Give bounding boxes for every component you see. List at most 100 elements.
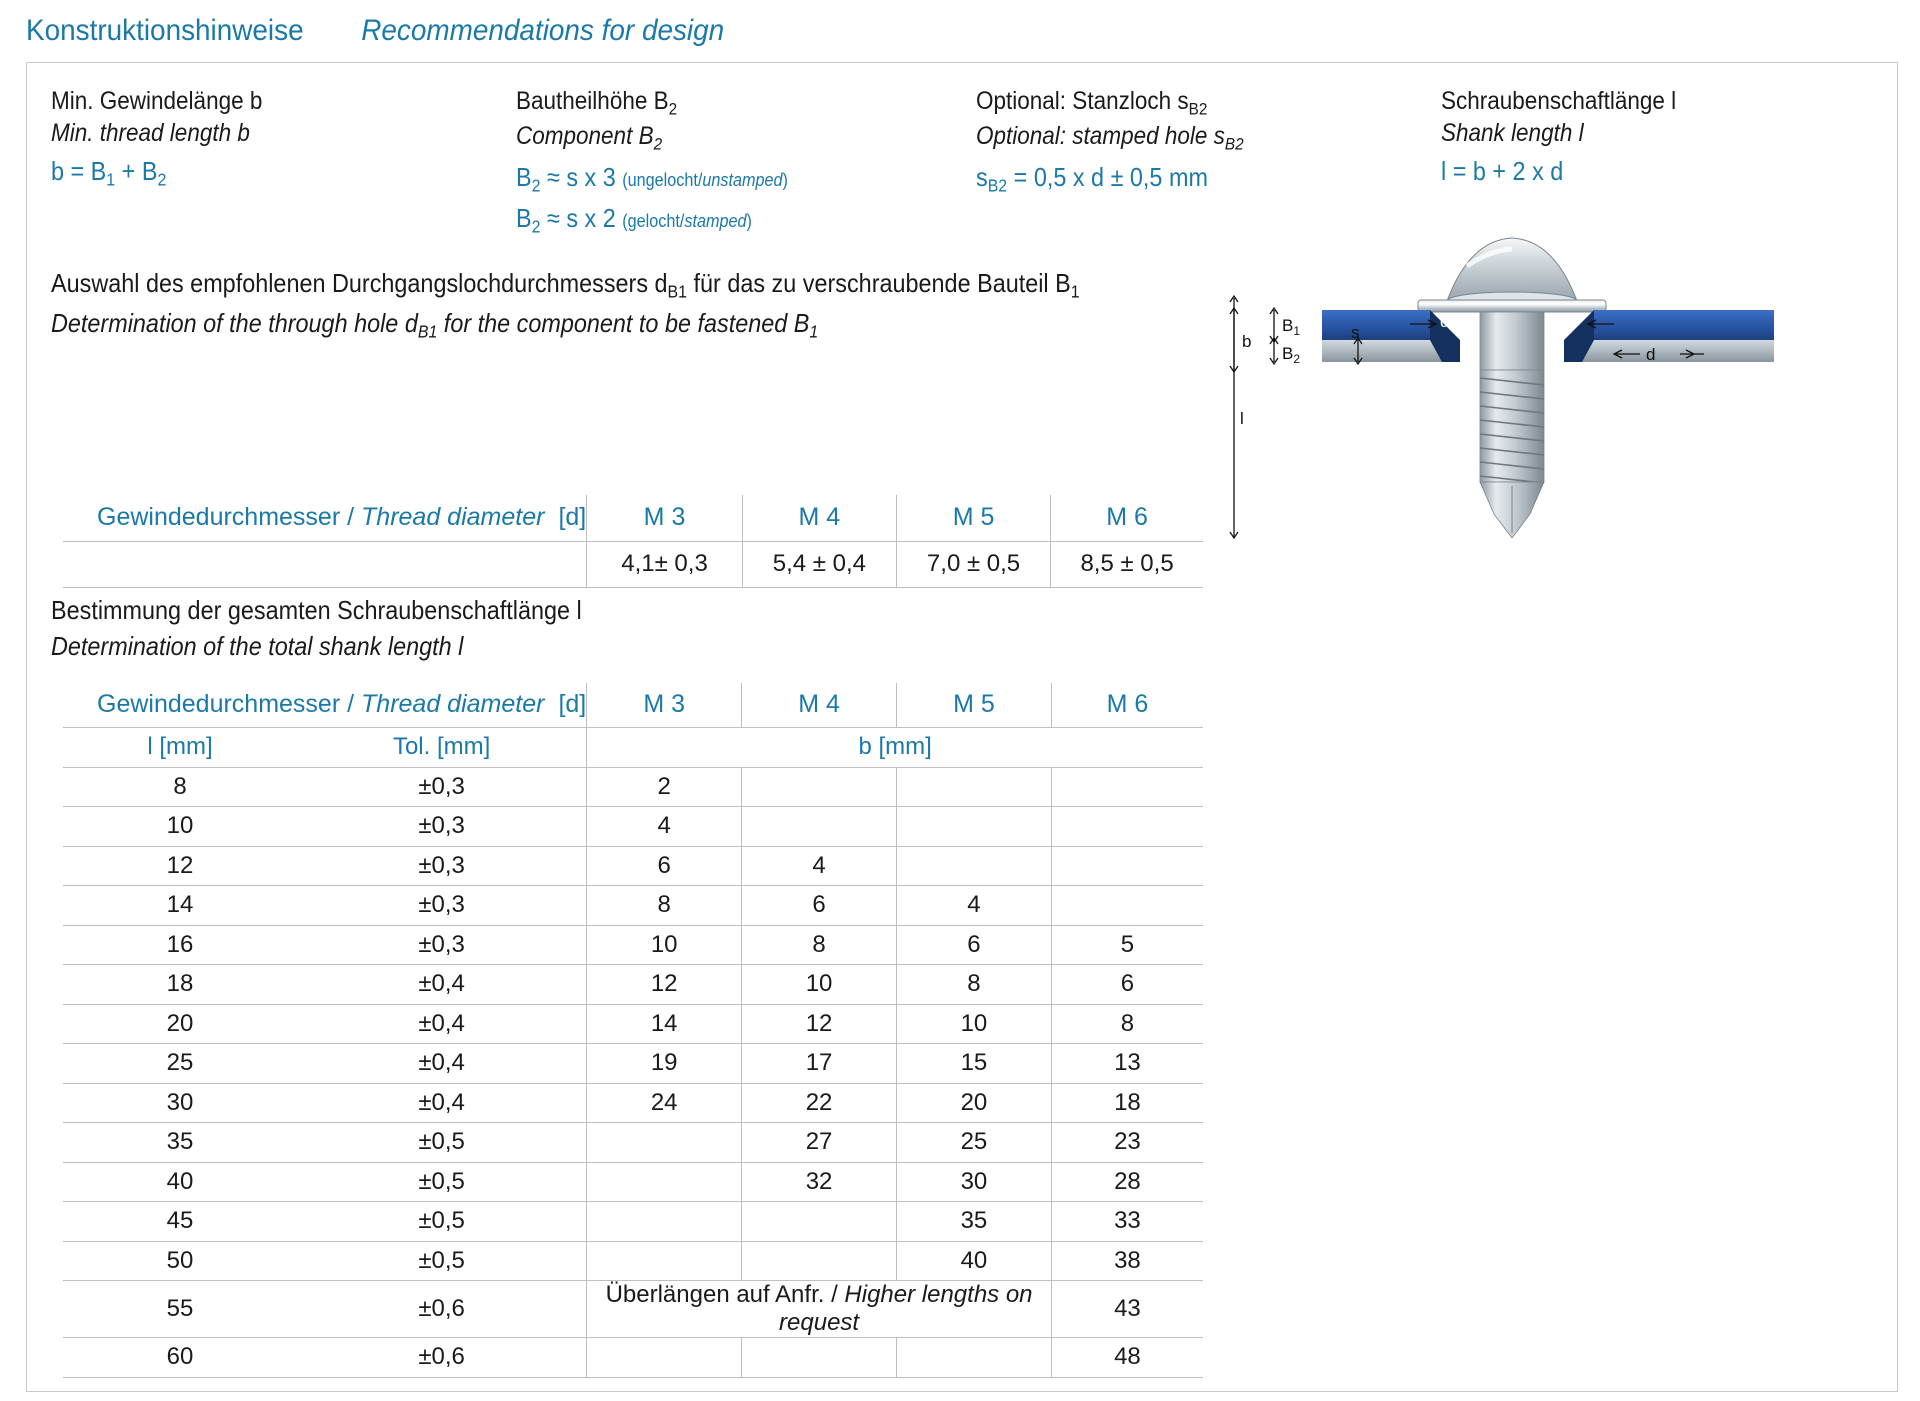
cell-m6: 28 <box>1050 1162 1203 1202</box>
table2-col-m5: M 5 <box>896 683 1052 727</box>
cell-m4: 17 <box>741 1043 897 1083</box>
formula-1-equation: b = B1 + B2 <box>51 154 470 192</box>
table2-subcol-tolerance: Tol. [mm] <box>392 733 491 760</box>
cell-note: Überlängen auf Anfr. / Higher lengths on… <box>586 1280 1052 1338</box>
cell-length: 60 <box>166 1343 194 1371</box>
content-frame: Min. Gewindelänge b Min. thread length b… <box>26 62 1898 1392</box>
formula-2-eq2-note: (gelocht/stamped) <box>622 211 752 231</box>
cell-tolerance: ±0,4 <box>418 970 465 998</box>
cell-length: 50 <box>166 1246 194 1274</box>
section-shank-length-text: Bestimmung der gesamten Schraubenschaftl… <box>51 595 641 662</box>
table2-subcol-b: b [mm] <box>586 727 1203 767</box>
table1-value-m3: 4,1± 0,3 <box>586 541 743 587</box>
cell-m5: 40 <box>896 1241 1052 1281</box>
cell-tolerance: ±0,5 <box>418 1246 465 1274</box>
formula-2-label-de-sub: 2 <box>668 99 678 119</box>
cell-length: 30 <box>166 1088 194 1116</box>
section-1-en-sub2: 1 <box>809 321 819 342</box>
cell-m3 <box>586 1337 742 1377</box>
cell-length: 20 <box>166 1009 194 1037</box>
table1-value-m6: 8,5 ± 0,5 <box>1050 541 1203 587</box>
table1-col-m4: M 4 <box>741 495 897 541</box>
formula-4-label-de: Schraubenschaftlänge l <box>1441 87 1677 115</box>
diagram-labels: B1 B2 b l s dB1 d <box>1240 312 1655 428</box>
cell-m5: 20 <box>896 1083 1052 1123</box>
formula-2-eq1-note-en: unstamped <box>702 170 783 191</box>
table1-value-m5: 7,0 ± 0,5 <box>895 541 1051 587</box>
shank-length-table: Gewindedurchmesser / Thread diameter[d] … <box>63 683 1203 1378</box>
section-1-en-sub: B1 <box>417 321 438 342</box>
screw-head <box>1446 237 1578 311</box>
cell-length: 16 <box>166 930 194 958</box>
cell-m6: 13 <box>1050 1043 1203 1083</box>
cell-m5: 8 <box>896 964 1052 1004</box>
table1-header-label: Gewindedurchmesser / Thread diameter[d] <box>63 495 587 541</box>
cell-m5 <box>896 846 1052 886</box>
table-row: Gewindedurchmesser / Thread diameter[d] … <box>63 495 1203 541</box>
cell-m5: 25 <box>896 1122 1052 1162</box>
cell-tolerance: ±0,6 <box>418 1343 465 1371</box>
cell-m5: 35 <box>896 1201 1052 1241</box>
cell-m4: 8 <box>741 925 897 965</box>
formula-2-label-de-text: Bautheilhöhe B <box>516 87 669 115</box>
cell-m3: 10 <box>586 925 742 965</box>
cell-length: 40 <box>166 1167 194 1195</box>
label-d: d <box>1646 345 1655 364</box>
cell-length: 8 <box>173 772 187 800</box>
formula-2-eq1-sub: 2 <box>531 176 541 197</box>
cell-note-de: Überlängen auf Anfr. / <box>605 1281 845 1308</box>
formula-3-label-de-sub: B2 <box>1188 99 1208 119</box>
formula-3-eq-sub: B2 <box>987 176 1008 197</box>
formula-1-eq-pre: b = B <box>51 156 107 186</box>
plate-deform-left <box>1430 310 1460 362</box>
cell-m6: 48 <box>1050 1337 1203 1377</box>
cell-m4: 10 <box>741 964 897 1004</box>
table1-header-de: Gewindedurchmesser / <box>97 503 362 532</box>
table-row: 60 ±0,6 48 <box>63 1337 1203 1377</box>
cell-tolerance: ±0,3 <box>418 851 465 879</box>
section-1-en-a: Determination of the through hole d <box>51 307 418 338</box>
cell-m6 <box>1050 846 1203 886</box>
cell-tolerance: ±0,4 <box>418 1049 465 1077</box>
cell-m4 <box>741 1241 897 1281</box>
cell-tolerance: ±0,3 <box>418 930 465 958</box>
section-1-line-en: Determination of the through hole dB1 fo… <box>51 308 1080 343</box>
table2-header-label: Gewindedurchmesser / Thread diameter[d] <box>63 683 587 727</box>
cell-m5: 10 <box>896 1004 1052 1044</box>
table1-value-m4: 5,4 ± 0,4 <box>741 541 897 587</box>
formula-3-equation: sB2 = 0,5 x d ± 0,5 mm <box>976 160 1395 198</box>
section-1-line-de: Auswahl des empfohlenen Durchgangslochdu… <box>51 268 1080 303</box>
formula-block-stamped-hole: Optional: Stanzloch sB2 Optional: stampe… <box>976 85 1441 239</box>
cell-m3 <box>586 1162 742 1202</box>
cell-length: 14 <box>166 891 194 919</box>
cell-m6 <box>1050 885 1203 925</box>
formula-block-component-height: Bautheilhöhe B2 Component B2 B2 ≈ s x 3 … <box>516 85 976 239</box>
cell-m3: 4 <box>586 806 742 846</box>
section-through-hole-text: Auswahl des empfohlenen Durchgangslochdu… <box>51 268 1194 342</box>
formula-2-label-en: Component B2 <box>516 120 930 155</box>
cell-m5 <box>896 806 1052 846</box>
cell-m6: 6 <box>1050 964 1203 1004</box>
plate-b1-left <box>1322 310 1430 340</box>
formula-1-eq-sub1: 1 <box>106 169 116 190</box>
formula-2-eq2-note-en: stamped <box>684 210 747 231</box>
cell-m6: 33 <box>1050 1201 1203 1241</box>
formula-2-eq2-note-close: ) <box>746 210 752 231</box>
screw-thread <box>1479 369 1545 484</box>
cell-m6 <box>1050 767 1203 807</box>
cell-m6: 18 <box>1050 1083 1203 1123</box>
formula-block-shank-length: Schraubenschaftlänge l Shank length l l … <box>1441 85 1841 239</box>
table1-col-m6: M 6 <box>1050 495 1203 541</box>
cell-length: 55 <box>166 1295 194 1322</box>
table2-col-m4: M 4 <box>741 683 897 727</box>
cell-m3 <box>586 1122 742 1162</box>
